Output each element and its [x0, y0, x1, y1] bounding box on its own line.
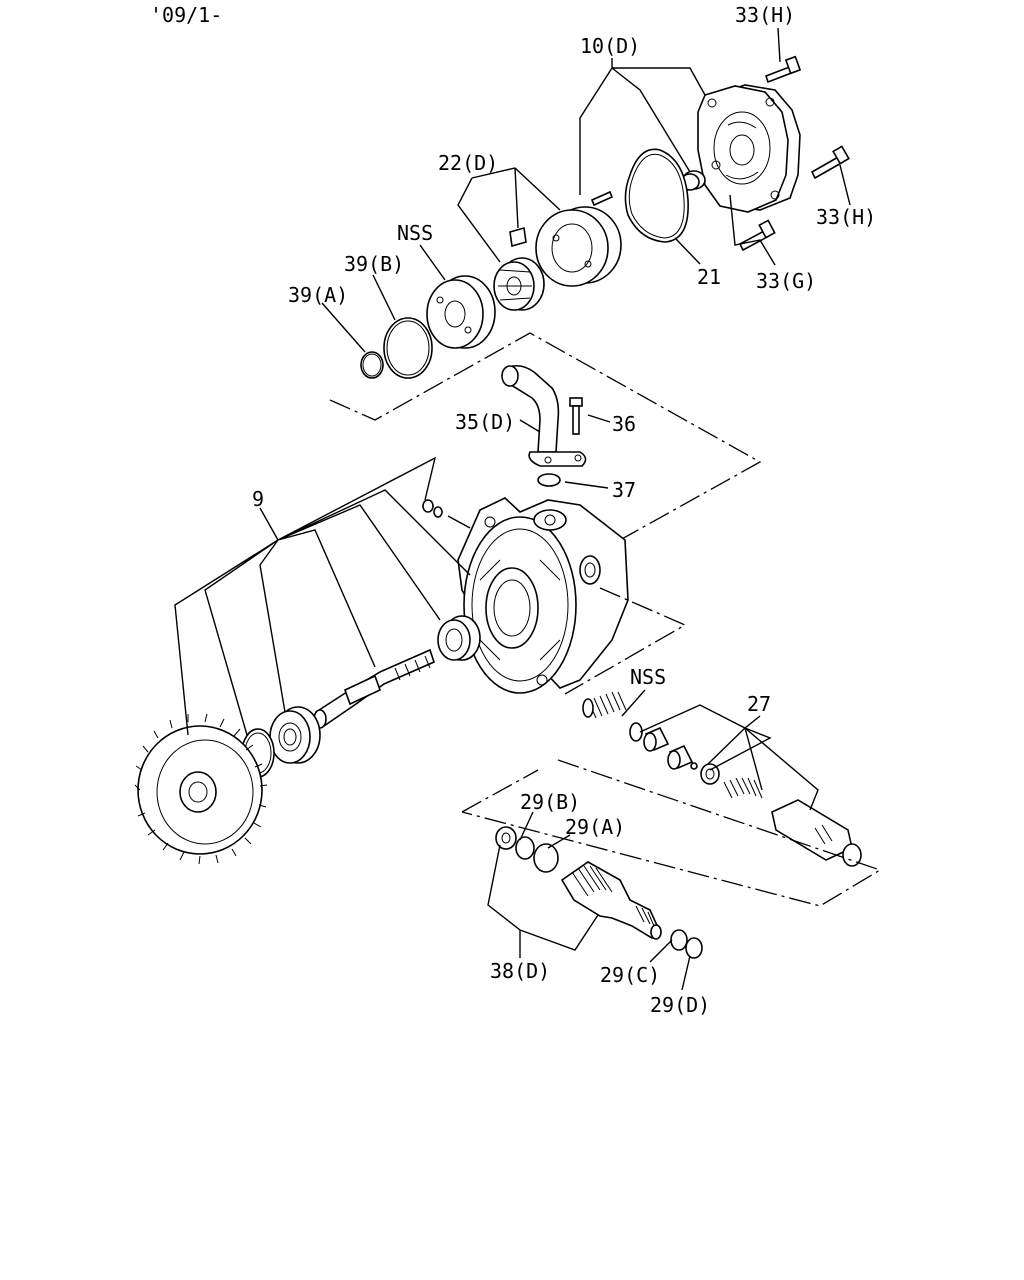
leader-39b: [372, 274, 396, 321]
bolt-33h-right: [810, 145, 850, 180]
assembly-line-bottom: [461, 759, 882, 907]
callout-35d: 35(D): [455, 410, 515, 434]
side-plate: [426, 275, 496, 349]
callout-9: 9: [252, 487, 264, 511]
date-code: '09/1-: [150, 3, 222, 27]
callout-27: 27: [747, 692, 771, 716]
leader-10d: [579, 58, 706, 195]
o-ring-21: [624, 148, 689, 243]
assembly-line-top: [329, 332, 762, 541]
check-ball: [690, 762, 698, 770]
o-ring-37: [537, 473, 561, 487]
leader-37: [564, 481, 609, 489]
dowel-pin: [590, 190, 614, 207]
end-cover-plate: [697, 84, 801, 213]
callout-21: 21: [697, 265, 721, 289]
leader-27: [639, 704, 819, 811]
bolt-36: [569, 397, 583, 435]
leader-39a: [321, 302, 366, 353]
leader-22d: [457, 167, 561, 263]
callout-29c: 29(C): [600, 963, 660, 987]
callout-22d: 22(D): [438, 151, 498, 175]
oil-seal: [437, 615, 481, 661]
callout-37: 37: [612, 478, 636, 502]
suction-pipe: [501, 364, 587, 467]
callout-nss-mid: NSS: [630, 665, 666, 689]
callout-10d: 10(D): [580, 34, 640, 58]
connector-seat: [495, 826, 517, 850]
valve-plug: [643, 726, 670, 752]
leader-33h-top: [777, 27, 781, 63]
drive-gear: [134, 713, 268, 865]
small-seal: [422, 499, 443, 518]
leader-35d: [519, 419, 541, 433]
leader-29d: [681, 955, 691, 991]
callout-33g: 33(G): [756, 269, 816, 293]
callout-29b: 29(B): [520, 790, 580, 814]
rotor: [493, 257, 545, 311]
valve-seat: [700, 763, 720, 785]
ball-bearing: [269, 706, 321, 764]
leader-nss-mid: [621, 689, 646, 717]
callout-29a: 29(A): [565, 815, 625, 839]
cam-ring: [535, 206, 622, 287]
union-connector: [560, 861, 662, 940]
callout-nss-top: NSS: [397, 221, 433, 245]
bolt-33h-top: [764, 55, 802, 84]
flow-control-valve: [771, 799, 862, 867]
leader-33h-right: [839, 164, 851, 206]
leader-29c: [649, 939, 673, 963]
valve-o-ring: [629, 722, 643, 742]
bolt-33g: [738, 219, 776, 252]
drive-shaft: [313, 648, 435, 729]
leader-21: [674, 237, 701, 265]
o-ring-29d: [685, 937, 703, 959]
leader-29b: [519, 811, 534, 841]
valve-spring: [723, 777, 763, 799]
spring-nss: [582, 691, 627, 719]
leader-29a: [547, 834, 571, 849]
callout-33h-right: 33(H): [816, 205, 876, 229]
leader-33g: [729, 194, 776, 266]
callout-38d: 38(D): [490, 959, 550, 983]
callout-33h-top: 33(H): [735, 3, 795, 27]
leader-38d: [487, 844, 599, 958]
assembly-line-mid: [564, 587, 687, 695]
o-ring-29a: [533, 843, 559, 873]
o-ring-39b: [383, 317, 433, 379]
callout-39b: 39(B): [344, 252, 404, 276]
leader-seal-body: [447, 515, 471, 529]
callout-29d: 29(D): [650, 993, 710, 1017]
valve-spool: [667, 744, 694, 770]
leader-36: [587, 414, 611, 423]
leader-9: [174, 456, 471, 736]
vane: [509, 226, 527, 248]
o-ring-29b: [515, 836, 535, 860]
o-ring-29c: [670, 929, 688, 951]
callout-36: 36: [612, 412, 636, 436]
pump-body: [457, 497, 629, 694]
callout-39a: 39(A): [288, 283, 348, 307]
o-ring-39a: [360, 351, 384, 379]
leader-nss-top: [419, 244, 446, 281]
